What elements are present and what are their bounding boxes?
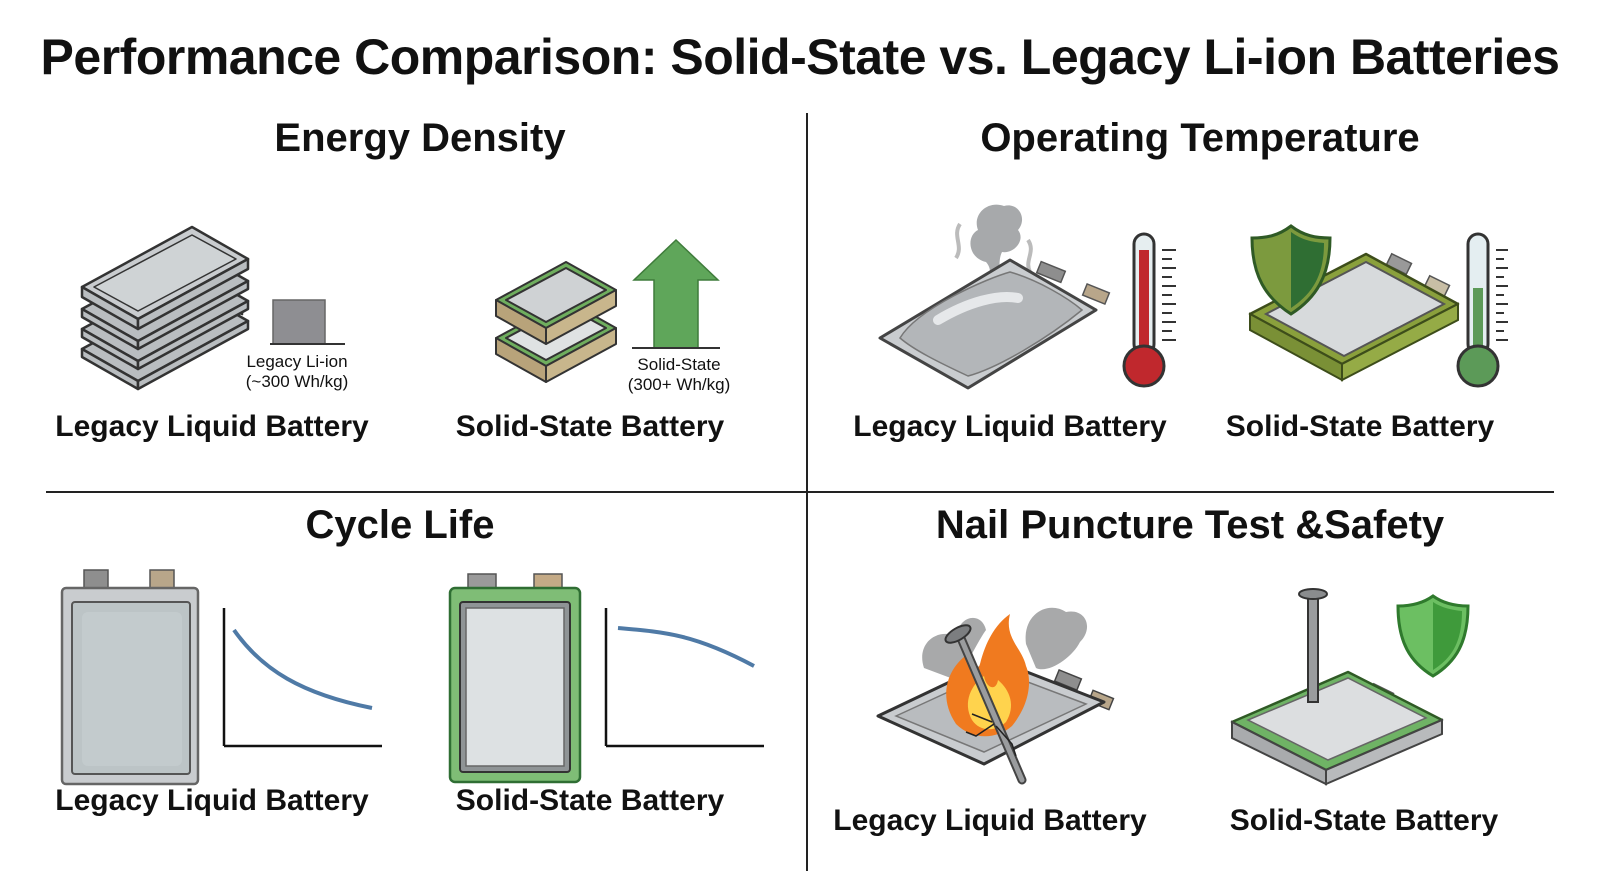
quadrant-title: Cycle Life: [305, 503, 495, 547]
page-title: Performance Comparison: Solid-State vs. …: [40, 29, 1560, 85]
legacy-bar-label-line1: Legacy Li-ion: [246, 352, 348, 371]
solid-battery-label: Solid-State Battery: [1225, 410, 1495, 443]
stacked-solid-cells-icon: [495, 261, 617, 383]
legacy-bar-icon: [270, 299, 345, 345]
legacy-battery-label: Legacy Liquid Battery: [853, 410, 1167, 443]
smoke-icon: [954, 204, 1033, 304]
legacy-battery-label: Legacy Liquid Battery: [55, 784, 369, 817]
burning-pouch-nail-icon: [876, 607, 1115, 785]
solid-cell-icon: [1248, 252, 1460, 382]
shield-icon: [1396, 594, 1470, 678]
legacy-battery-label: Legacy Liquid Battery: [55, 410, 369, 443]
green-cell-icon: [448, 573, 582, 784]
solid-bar-label-line2: (300+ Wh/kg): [627, 375, 731, 394]
legacy-bar-label: Legacy Li-ion (~300 Wh/kg): [232, 352, 362, 392]
quadrant-title: Energy Density: [274, 116, 566, 160]
gray-cell-icon: [60, 569, 200, 786]
thermometer-hot-icon: [1122, 232, 1176, 388]
legacy-bar-label-line2: (~300 Wh/kg): [245, 372, 349, 391]
solid-bar-label: Solid-State (300+ Wh/kg): [614, 355, 744, 395]
gradual-decline-curve-chart: [604, 608, 764, 748]
up-arrow-icon: [632, 238, 720, 349]
steep-decline-curve-chart: [222, 608, 382, 748]
stacked-pouch-cells-icon: [80, 225, 250, 391]
solid-battery-label: Solid-State Battery: [455, 784, 725, 817]
shield-icon: [1250, 224, 1332, 316]
horizontal-divider: [46, 491, 1554, 493]
swollen-pouch-icon: [878, 258, 1111, 390]
solid-battery-label: Solid-State Battery: [1229, 804, 1499, 837]
solid-battery-label: Solid-State Battery: [455, 410, 725, 443]
quadrant-title: Operating Temperature: [980, 116, 1420, 160]
nail-solid-cell-icon: [1230, 588, 1444, 786]
quadrant-title: Nail Puncture Test &Safety: [935, 503, 1445, 547]
thermometer-normal-icon: [1456, 232, 1508, 388]
legacy-battery-label: Legacy Liquid Battery: [833, 804, 1147, 837]
solid-bar-label-line1: Solid-State: [637, 355, 721, 374]
